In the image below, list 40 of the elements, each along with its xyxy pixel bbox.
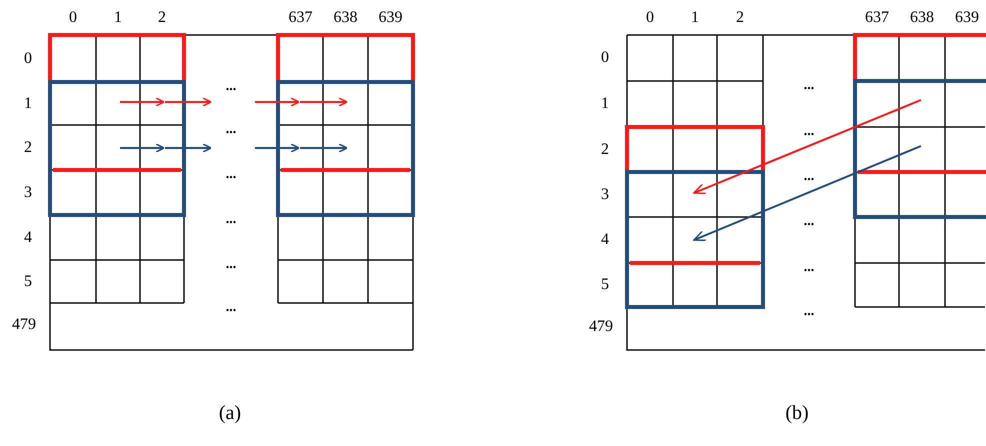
ellipsis: ... bbox=[804, 125, 814, 139]
column-number: 638 bbox=[334, 10, 358, 26]
row-number: 2 bbox=[601, 142, 609, 158]
ellipsis: ... bbox=[804, 261, 814, 275]
row-number: 5 bbox=[24, 274, 32, 290]
ellipsis: ... bbox=[226, 80, 236, 94]
row-number: 2 bbox=[24, 140, 32, 156]
ellipsis: ... bbox=[226, 213, 236, 227]
column-number: 0 bbox=[69, 10, 77, 26]
ellipsis: ... bbox=[804, 215, 814, 229]
ellipsis: ... bbox=[226, 301, 236, 315]
row-number: 5 bbox=[601, 277, 609, 293]
column-number: 637 bbox=[865, 10, 889, 26]
ellipsis: ... bbox=[804, 305, 814, 319]
row-number: 479 bbox=[589, 318, 613, 334]
column-number: 638 bbox=[910, 10, 934, 26]
column-number: 637 bbox=[288, 10, 312, 26]
ellipsis: ... bbox=[804, 170, 814, 184]
column-number: 0 bbox=[646, 10, 654, 26]
column-number: 639 bbox=[955, 10, 979, 26]
row-number: 4 bbox=[24, 230, 32, 246]
row-number: 479 bbox=[12, 316, 36, 332]
column-number: 639 bbox=[378, 10, 402, 26]
row-number: 4 bbox=[601, 232, 609, 248]
column-number: 1 bbox=[114, 10, 122, 26]
column-number: 2 bbox=[736, 10, 744, 26]
row-number: 3 bbox=[601, 186, 609, 202]
panel-caption: (b) bbox=[785, 403, 809, 423]
ellipsis: ... bbox=[226, 123, 236, 137]
row-number: 1 bbox=[601, 96, 609, 112]
ellipsis: ... bbox=[226, 258, 236, 272]
ellipsis: ... bbox=[804, 79, 814, 93]
ellipsis: ... bbox=[226, 168, 236, 182]
row-number: 0 bbox=[24, 50, 32, 66]
column-number: 1 bbox=[691, 10, 699, 26]
row-number: 0 bbox=[601, 50, 609, 66]
row-number: 1 bbox=[24, 96, 32, 112]
row-number: 3 bbox=[24, 184, 32, 200]
panel-caption: (a) bbox=[218, 403, 242, 423]
column-number: 2 bbox=[158, 10, 166, 26]
